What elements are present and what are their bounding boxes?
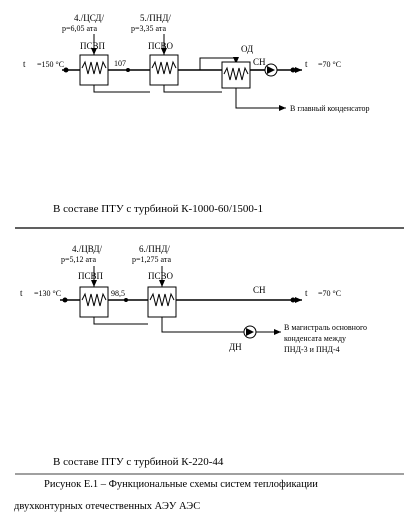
psvp-label: ПСВП — [80, 41, 106, 51]
heater2-psvp — [79, 286, 109, 318]
tap2-label: 5./ПНД/ — [140, 13, 171, 23]
t-in2-label: t — [20, 288, 23, 298]
outlet-line-1 — [235, 88, 286, 111]
outlet2-label-l2: конденсата между — [284, 334, 346, 343]
t-out-label: t — [305, 59, 308, 69]
heater2-psvo — [147, 286, 177, 318]
scheme-2-caption: В составе ПТУ с турбиной К-220-44 — [53, 456, 224, 468]
outlet2-dot — [290, 297, 296, 303]
mid2-node — [124, 298, 128, 302]
p2-2-label: p=1,275 ата — [132, 255, 171, 264]
pump-dn-arrow-icon — [246, 328, 254, 336]
outlet2-label-l1: В магистраль основного — [284, 323, 367, 332]
tap2-2-label: 6./ПНД/ — [139, 244, 170, 254]
t-in-value: =150 °C — [37, 60, 64, 69]
psvo-label: ПСВО — [148, 41, 174, 51]
cooler-od — [221, 61, 251, 89]
p1-2-label: p=5,12 ата — [61, 255, 96, 264]
figure-caption-line-1: Рисунок Е.1 – Функциональные схемы систе… — [44, 479, 318, 490]
outlet2-label-l3: ПНД-3 и ПНД-4 — [284, 345, 340, 354]
figure-caption-line-2: двухконтурных отечественных АЭУ АЭС — [14, 501, 201, 512]
tap1-label: 4./ЦСД/ — [74, 13, 104, 23]
t-in-label: t — [23, 59, 26, 69]
scheme-1: 4./ЦСД/ p=6,05 ата 5./ПНД/ p=3,35 ата ПС… — [23, 13, 370, 113]
psvp2-label: ПСВП — [78, 271, 104, 281]
outlet-dot — [290, 67, 296, 73]
heater-psvo — [149, 54, 179, 86]
heater-psvp — [79, 54, 109, 86]
p2-label: p=3,35 ата — [131, 24, 166, 33]
tap1-2-label: 4./ЦВД/ — [72, 244, 103, 254]
drain2-line-1 — [93, 317, 148, 325]
t-out2-value: =70 °C — [318, 289, 341, 298]
scheme-1-caption: В составе ПТУ с турбиной К-1000-60/1500-… — [53, 203, 264, 215]
t-out-value: =70 °C — [318, 60, 341, 69]
t-out2-label: t — [305, 288, 308, 298]
p1-label: p=6,05 ата — [62, 24, 97, 33]
drain-line-2 — [163, 85, 222, 93]
mid-temp2-label: 98,5 — [111, 289, 125, 298]
outlet-label: В главный конденсатор — [290, 104, 370, 113]
sn2-label: СН — [253, 285, 266, 295]
dn-label: ДН — [229, 342, 242, 352]
inlet2-dot — [62, 297, 68, 303]
mid-node — [126, 68, 130, 72]
drain-line-1 — [93, 85, 150, 93]
sn-label: СН — [253, 57, 266, 67]
pump-sn-arrow-icon — [267, 66, 275, 74]
od-label: ОД — [241, 44, 253, 54]
psvo2-label: ПСВО — [148, 271, 174, 281]
t-in2-value: =130 °C — [34, 289, 61, 298]
mid-temp-label: 107 — [114, 59, 126, 68]
scheme-2: 4./ЦВД/ p=5,12 ата 6./ПНД/ p=1,275 ата П… — [20, 244, 367, 354]
inlet-dot — [63, 67, 69, 73]
drain2-line-2 — [161, 317, 244, 333]
bypass-line — [199, 57, 239, 70]
